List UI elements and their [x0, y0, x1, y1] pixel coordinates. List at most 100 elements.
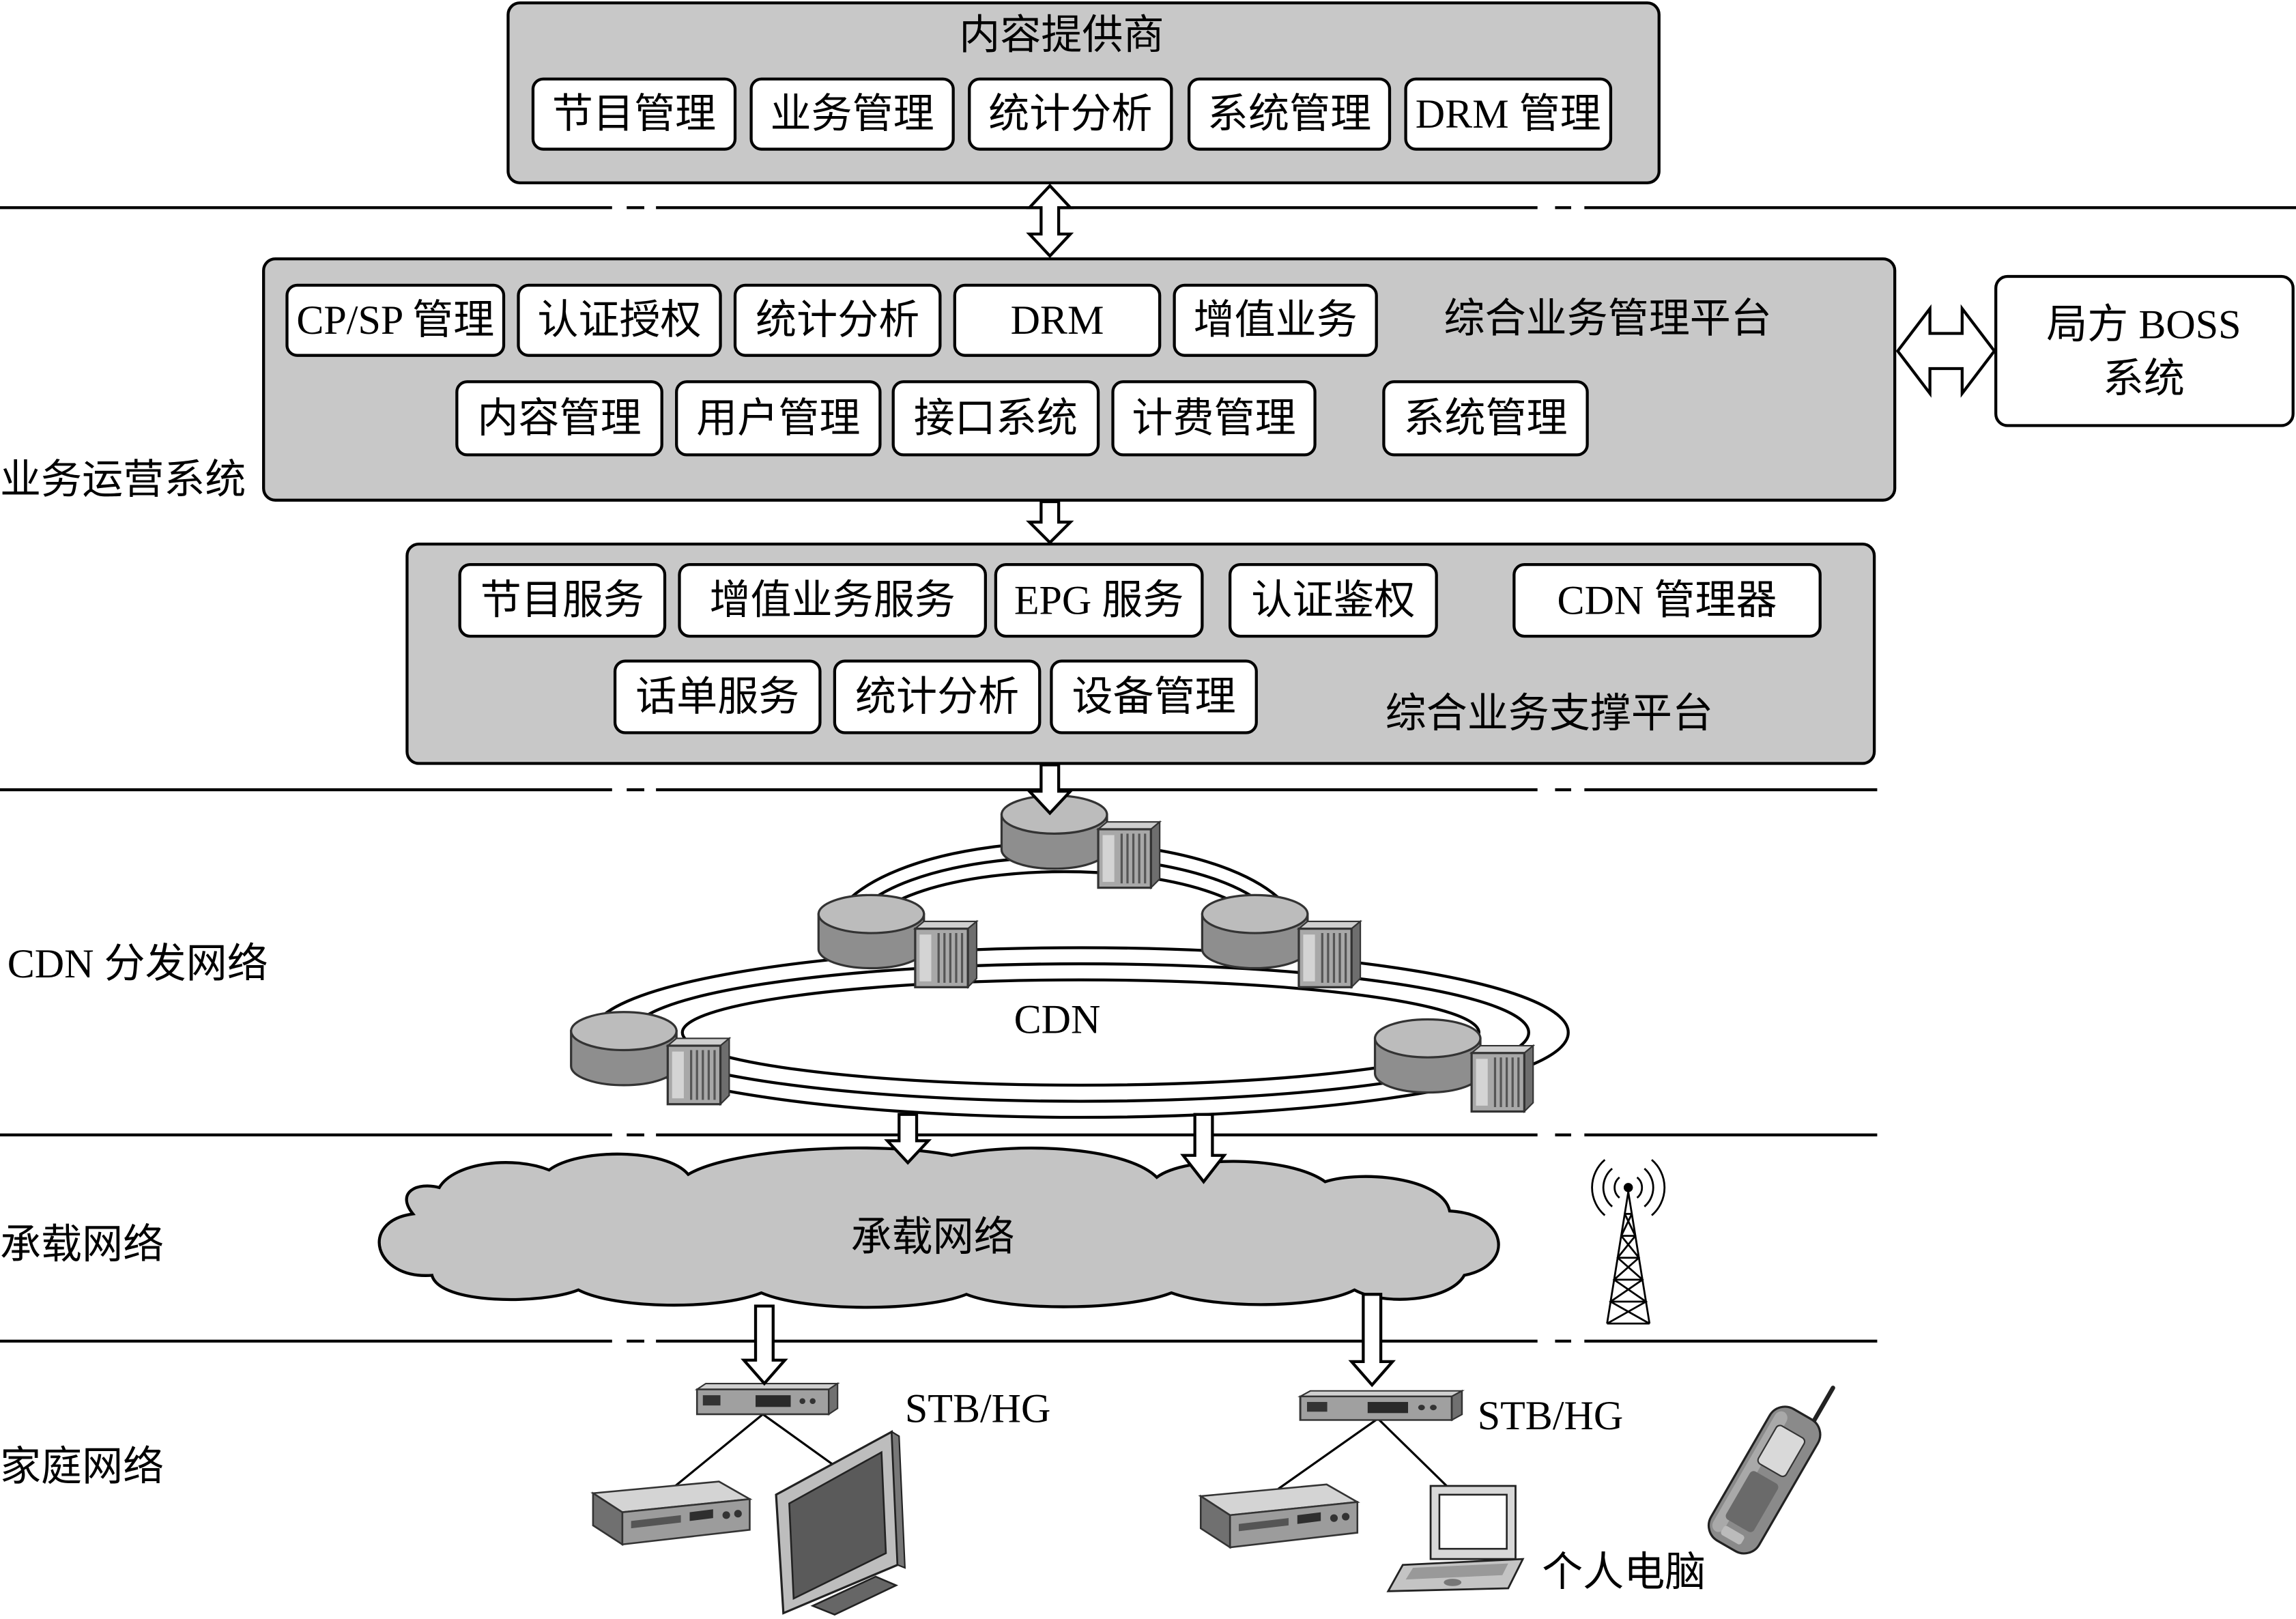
module-drm-management: DRM 管理	[1404, 77, 1613, 151]
gateway-left-label: STB/HG	[905, 1386, 1051, 1431]
module-drm: DRM	[953, 283, 1162, 357]
module-frame	[968, 77, 1173, 151]
module-label: 节目服务	[480, 578, 644, 623]
management-platform-box: 综合业务管理平台 CP/SP 管理 认证授权 统计分析 DRM 增值业务 内容管…	[262, 257, 1897, 502]
module-frame	[994, 562, 1204, 638]
server-icon	[1201, 893, 1362, 988]
module-call-record-service: 话单服务	[613, 659, 822, 734]
module-label: 增值业务服务	[709, 578, 955, 623]
module-label: 统计分析	[756, 298, 919, 343]
module-frame	[531, 77, 737, 151]
module-label: 统计分析	[855, 674, 1019, 719]
module-label: 系统管理	[1403, 396, 1567, 441]
management-platform-title: 综合业务管理平台	[1444, 296, 1771, 341]
boss-system-frame	[1994, 274, 2295, 427]
module-label: 计费管理	[1132, 396, 1295, 441]
module-program-management: 节目管理	[531, 77, 737, 151]
module-frame	[1382, 380, 1589, 457]
connection-line	[672, 1413, 764, 1489]
module-system-management: 系统管理	[1187, 77, 1392, 151]
boss-system-label-line2: 系统	[2103, 356, 2185, 401]
module-frame	[733, 283, 942, 357]
down-arrow	[1026, 763, 1074, 816]
module-frame	[1111, 380, 1317, 457]
module-business-management: 业务管理	[749, 77, 955, 151]
support-platform-title: 综合业务支撑平台	[1386, 691, 1713, 736]
module-epg-service: EPG 服务	[994, 562, 1204, 638]
module-frame	[613, 659, 822, 734]
module-frame	[1512, 562, 1822, 638]
module-program-service: 节目服务	[458, 562, 667, 638]
module-frame	[953, 283, 1162, 357]
layer-label-home: 家庭网络	[0, 1444, 164, 1489]
down-arrow	[1180, 1113, 1227, 1184]
layer-label-business-operation: 业务运营系统	[0, 457, 246, 502]
module-label: 认证鉴权	[1251, 578, 1415, 623]
module-label: 业务管理	[771, 91, 934, 137]
bearer-network-cloud	[377, 1146, 1500, 1309]
module-frame	[833, 659, 1042, 734]
module-authentication-authorization: 认证授权	[517, 283, 722, 357]
module-authentication: 认证鉴权	[1228, 562, 1438, 638]
module-interface-system: 接口系统	[891, 380, 1100, 457]
module-value-added-services: 增值业务	[1173, 283, 1378, 357]
module-label: 系统管理	[1207, 91, 1371, 137]
down-arrow	[884, 1113, 932, 1165]
module-label: 用户管理	[696, 396, 860, 441]
module-user-management: 用户管理	[675, 380, 882, 457]
module-label: DRM	[1011, 298, 1104, 343]
layer-label-bearer: 承载网络	[0, 1222, 164, 1267]
module-label: 增值业务	[1194, 298, 1358, 343]
dvd-player-icon	[592, 1480, 751, 1546]
set-top-box-icon	[695, 1382, 839, 1416]
module-content-management: 内容管理	[455, 380, 663, 457]
module-frame	[749, 77, 955, 151]
bidirectional-arrow	[1895, 304, 1996, 398]
module-frame	[675, 380, 882, 457]
down-arrow	[741, 1304, 788, 1386]
connection-line	[1278, 1418, 1379, 1490]
laptop-icon	[1386, 1485, 1525, 1592]
module-frame	[517, 283, 722, 357]
boss-system-label-line1: 局方 BOSS	[2046, 302, 2241, 347]
module-label: 内容管理	[477, 396, 641, 441]
module-cdn-manager: CDN 管理器	[1512, 562, 1822, 638]
module-cp-sp-management: CP/SP 管理	[285, 283, 506, 357]
dvd-player-icon	[1199, 1483, 1359, 1549]
connection-line	[1377, 1418, 1451, 1490]
content-provider-title: 内容提供商	[959, 12, 1164, 57]
module-frame	[1228, 562, 1438, 638]
module-statistics: 统计分析	[968, 77, 1173, 151]
module-label: DRM 管理	[1416, 91, 1601, 137]
module-frame	[1173, 283, 1378, 357]
module-label: EPG 服务	[1014, 578, 1184, 623]
layer-label-cdn: CDN 分发网络	[8, 941, 268, 986]
monitor-icon	[775, 1430, 906, 1616]
module-frame	[455, 380, 663, 457]
pc-label: 个人电脑	[1542, 1549, 1706, 1594]
content-provider-box: 内容提供商 节目管理 业务管理 统计分析 系统管理 DRM 管理	[506, 1, 1661, 184]
gateway-right-label: STB/HG	[1478, 1393, 1624, 1438]
module-system-management: 系统管理	[1382, 380, 1589, 457]
module-label: 节目管理	[552, 91, 716, 137]
module-label: 统计分析	[988, 91, 1152, 137]
module-frame	[1404, 77, 1613, 151]
module-label: 话单服务	[635, 674, 799, 719]
set-top-box-icon	[1299, 1390, 1463, 1421]
down-arrow	[1026, 500, 1074, 545]
cdn-ring-label: CDN	[1014, 997, 1101, 1042]
wireless-tower-icon	[1591, 1159, 1666, 1325]
module-label: 设备管理	[1072, 674, 1235, 719]
module-statistics: 统计分析	[733, 283, 942, 357]
bearer-network-cloud-label: 承载网络	[851, 1215, 1015, 1260]
module-frame	[1050, 659, 1258, 734]
module-device-management: 设备管理	[1050, 659, 1258, 734]
bidirectional-arrow	[1026, 183, 1074, 259]
module-frame	[1187, 77, 1392, 151]
set-top-box-shape	[1299, 1390, 1463, 1421]
mobile-phone-icon	[1707, 1386, 1835, 1555]
server-icon	[570, 1011, 731, 1106]
down-arrow	[1348, 1293, 1396, 1388]
